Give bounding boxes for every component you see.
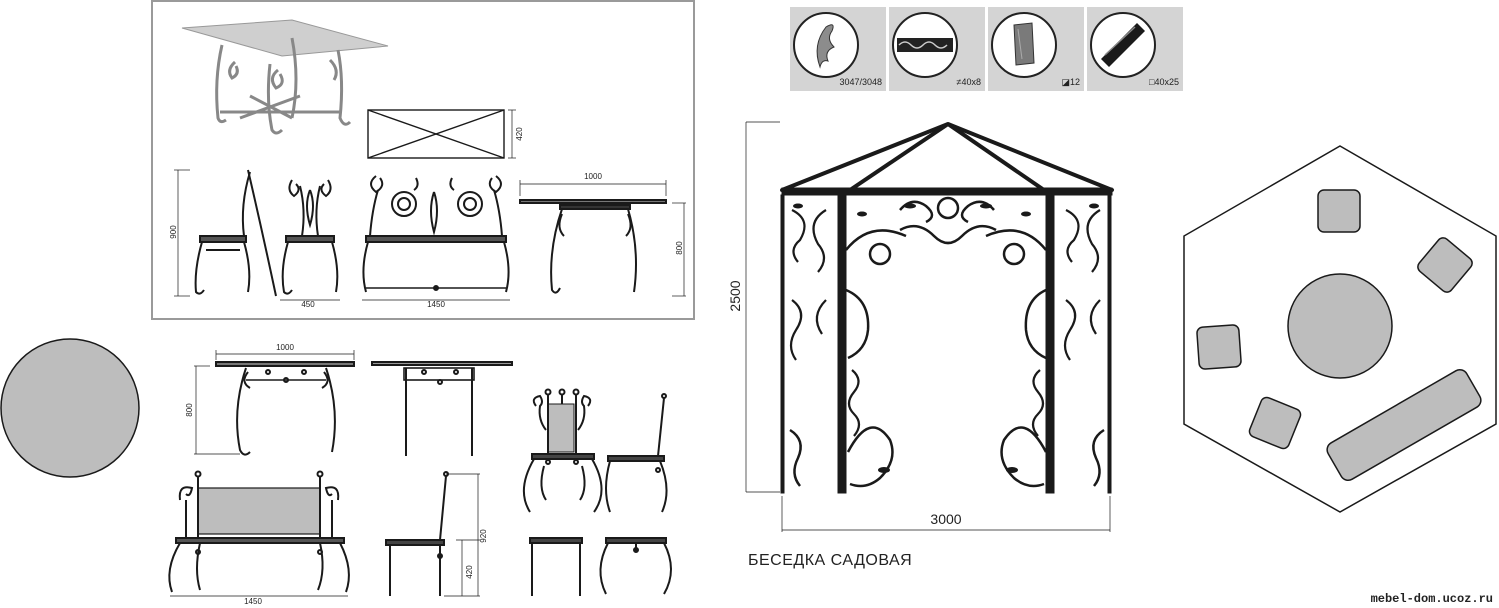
tabletop-depth-label: 420 xyxy=(515,127,524,141)
lower-bench-width-label: 1450 xyxy=(244,597,262,606)
bench-width-label: 1450 xyxy=(427,300,445,309)
plan-stool-top xyxy=(1317,189,1361,233)
twisted-bar-icon xyxy=(1013,22,1035,66)
lower-furniture-set: 1000 800 1450 xyxy=(168,343,672,606)
bench-front-view xyxy=(362,175,510,301)
table-height-label: 800 xyxy=(675,241,684,255)
material-label: □40x25 xyxy=(1149,77,1179,87)
lower-seat-height-label: 420 xyxy=(465,565,474,579)
plan-stool-right xyxy=(1417,237,1473,293)
lower-chair-side-2 xyxy=(605,393,668,513)
lower-bench-front xyxy=(168,470,350,597)
chair-front-view xyxy=(280,179,340,301)
chair-side-curved xyxy=(247,169,277,297)
material-tile: ≠40x8 xyxy=(889,7,985,91)
lower-table-width-label: 1000 xyxy=(276,343,294,352)
lower-stool-ornate xyxy=(599,537,672,595)
watermark: mebel-dom.ucoz.ru xyxy=(1370,592,1493,606)
lower-chair-front xyxy=(523,388,603,513)
leaf-ornament-icon xyxy=(816,24,835,69)
lower-table-front xyxy=(194,350,355,456)
decorative-strip-icon xyxy=(897,38,953,52)
tabletop-top-view xyxy=(367,109,516,159)
plan-round-table xyxy=(1287,273,1393,379)
material-tile: ◪12 xyxy=(988,7,1084,91)
plan-stool-left xyxy=(1196,324,1242,370)
material-label: ≠40x8 xyxy=(957,77,981,87)
material-tile: □40x25 xyxy=(1087,7,1183,91)
chair-width-label: 450 xyxy=(301,300,315,309)
table-side-view xyxy=(519,180,686,297)
lower-chair-height-label: 920 xyxy=(479,529,488,543)
furniture-set-panel: 420 900 450 xyxy=(151,0,695,320)
gazebo-title: БЕСЕДКА САДОВАЯ xyxy=(748,552,913,569)
gazebo-floor-plan xyxy=(1183,145,1497,513)
chair-height-label: 900 xyxy=(169,225,178,239)
material-label: ◪12 xyxy=(1061,77,1080,87)
panel-frame xyxy=(151,0,695,320)
material-samples: 3047/3048 ≠40x8 ◪12 □40x25 xyxy=(790,7,1183,91)
lower-stool-front xyxy=(529,537,583,596)
table-width-label: 1000 xyxy=(584,172,602,181)
plan-stool-bottom xyxy=(1248,396,1302,450)
gazebo-height-label: 2500 xyxy=(727,280,743,311)
lower-table-height-label: 800 xyxy=(185,403,194,417)
material-label: 3047/3048 xyxy=(839,77,882,87)
square-tube-icon xyxy=(1101,23,1145,67)
gazebo-elevation xyxy=(745,121,1114,532)
lower-chair-side xyxy=(385,471,480,597)
gazebo-width-label: 3000 xyxy=(930,511,961,527)
round-tabletop-top-view xyxy=(0,338,140,478)
lower-table-side xyxy=(371,361,513,456)
plan-bench xyxy=(1326,368,1482,482)
material-tile: 3047/3048 xyxy=(790,7,886,91)
chair-side-view xyxy=(174,169,251,297)
table-perspective xyxy=(181,19,389,135)
